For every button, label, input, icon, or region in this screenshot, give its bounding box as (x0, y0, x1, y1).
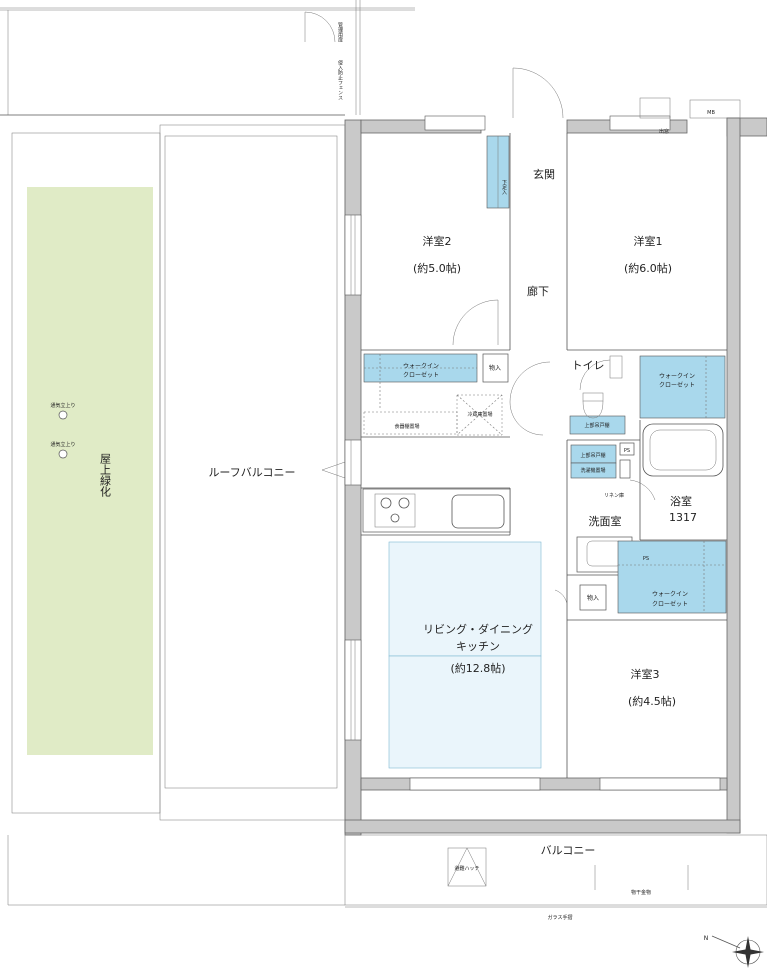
windows-left (344, 115, 721, 791)
room-size-ldk: (約12.8帖) (450, 661, 505, 675)
storage-western3 (579, 584, 607, 611)
upper-cabinet-toilet (569, 415, 626, 435)
drying-rack-label: 物干金物 (631, 889, 651, 896)
ps-label-toilet: PS (624, 448, 630, 454)
sink-icon (451, 494, 505, 529)
room-size-bath: 1317 (669, 511, 697, 524)
walkin-closet-label-western3-line2: クローゼット (652, 600, 688, 608)
stove-burner-icon (390, 513, 400, 523)
compass-north-label: N (704, 935, 709, 942)
room-name-ldk-line2: キッチン (456, 640, 500, 653)
food-storage (363, 411, 458, 435)
rooftop-greening-label: 屋上緑化 (99, 453, 112, 498)
food-storage-label: 食器棚置場 (394, 423, 419, 430)
room-name-toilet: トイレ (572, 359, 605, 372)
window-bay-label: 出窓 (659, 128, 669, 135)
balcony-area (7, 834, 767, 908)
stove-burner-icon (398, 497, 410, 509)
fridge-space (456, 394, 503, 436)
room-name-roof-balcony: ルーフバルコニー (208, 466, 295, 479)
kitchen-counter (362, 488, 511, 533)
bathtub-icon (642, 423, 724, 477)
upper-cabinet-toilet-label: 上部吊戸棚 (584, 422, 609, 429)
ps-label-wash: PS (643, 556, 649, 562)
stove-burner-icon (380, 497, 392, 509)
walkin-closet-label-western3-line1: ウォークイン (652, 590, 688, 598)
shoe-box-label: 下足入 (501, 180, 507, 195)
storage-hall (482, 353, 509, 383)
storage-label-western3: 物入 (587, 594, 599, 602)
walkin-closet-label-western1-line2: クローゼット (659, 381, 695, 389)
room-name-ldk-line1: リビング・ダイニング (423, 622, 533, 636)
toilet-icon (582, 400, 604, 419)
glass-rail-label: ガラス手摺 (548, 914, 573, 921)
walkin-closet-label-western2-line1: ウォークイン (403, 362, 439, 370)
room-name-western3: 洋室3 (631, 667, 660, 681)
vent-pipe-icon (58, 410, 68, 420)
room-name-western1: 洋室1 (634, 234, 663, 248)
washer-label: 洗濯機置場 (580, 467, 605, 474)
maintenance-door-label: 管理用扉 (337, 21, 343, 43)
upper-cabinet-wash-label: 上部吊戸棚 (580, 452, 605, 459)
fridge-label: 冷蔵庫置場 (467, 411, 492, 418)
room-size-western2: (約5.0帖) (413, 261, 461, 275)
entrance-door (512, 67, 564, 119)
room-name-hallway: 廊下 (527, 284, 549, 298)
walkin-closet-western1 (639, 355, 726, 419)
vent-label-2: 通気立上り (50, 441, 75, 448)
room-size-western1: (約6.0帖) (624, 261, 672, 275)
walkin-closet-label-western2-line2: クローゼット (403, 371, 439, 379)
room-name-bath: 浴室 (670, 494, 692, 508)
walkin-closet-western3 (617, 540, 727, 614)
vent-pipe-icon (58, 449, 68, 459)
linen-label: リネン庫 (604, 492, 624, 499)
compass-icon (711, 935, 764, 968)
room-name-western2: 洋室2 (423, 234, 452, 248)
rooftop-greening-area (11, 132, 161, 814)
room-name-entrance: 玄関 (533, 167, 555, 181)
evacuation-hatch-label: 避難ハッチ (454, 865, 479, 872)
top-fence-area (0, 0, 415, 116)
storage-label-hall: 物入 (489, 364, 501, 372)
room-name-balcony: バルコニー (541, 844, 596, 857)
ldk-area-lower (388, 655, 542, 769)
room-size-western3: (約4.5帖) (628, 694, 676, 708)
washer-space (570, 462, 617, 479)
room-name-washroom: 洗面室 (589, 514, 622, 528)
ldk-area-upper (388, 541, 542, 657)
vent-label-1: 通気立上り (50, 402, 75, 409)
mb-label: MB (707, 110, 715, 116)
walkin-closet-label-western1-line1: ウォークイン (659, 372, 695, 380)
intrusion-fence-label: 侵入防止フェンス (337, 59, 343, 100)
